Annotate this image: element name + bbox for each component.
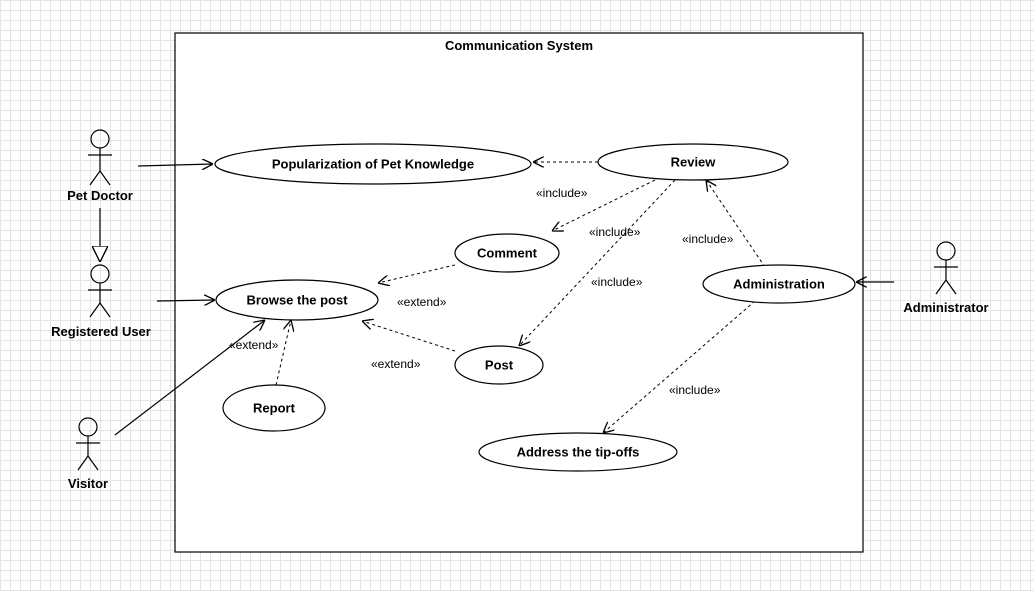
label-report-extend-browse: «extend»	[229, 338, 279, 352]
visitor-head	[78, 417, 98, 437]
actor-administrator[interactable]	[934, 241, 958, 295]
administration-label: Administration	[733, 277, 825, 292]
administrator-head	[936, 241, 956, 261]
actor-visitor[interactable]	[76, 417, 100, 471]
usecase-popularization[interactable]: Popularization of Pet Knowledge	[214, 143, 532, 185]
report-label: Report	[253, 401, 296, 416]
usecase-address-tip-offs[interactable]: Address the tip-offs	[478, 432, 678, 472]
usecase-comment[interactable]: Comment	[454, 233, 560, 273]
usecase-post[interactable]: Post	[454, 345, 544, 385]
browse-label: Browse the post	[246, 293, 348, 308]
rel-report-extend-browse	[275, 320, 291, 386]
pet-doctor-head	[90, 129, 110, 149]
registered-user-label: Registered User	[51, 324, 151, 339]
comment-label: Comment	[477, 246, 538, 261]
rel-comment-extend-browse	[378, 264, 456, 283]
label-comment-extend-browse: «extend»	[397, 295, 447, 309]
pet-doctor-label: Pet Doctor	[67, 188, 133, 203]
label-review-include-post-2: «include»	[591, 275, 643, 289]
registered-user-head	[90, 264, 110, 284]
actor-registered-user[interactable]	[88, 264, 112, 318]
assoc-visitor-browse	[114, 320, 265, 436]
usecase-review[interactable]: Review	[597, 143, 789, 181]
usecase-report[interactable]: Report	[222, 384, 326, 432]
rel-review-include-post	[519, 179, 676, 346]
label-post-extend-browse: «extend»	[371, 357, 421, 371]
label-admin-include-review: «include»	[682, 232, 734, 246]
usecase-administration[interactable]: Administration	[702, 264, 856, 304]
usecase-browse-the-post[interactable]: Browse the post	[215, 279, 379, 321]
label-admin-include-tipoffs: «include»	[669, 383, 721, 397]
post-label: Post	[485, 358, 514, 373]
administrator-label: Administrator	[903, 300, 988, 315]
assoc-registered-user-browse	[156, 300, 215, 301]
label-review-include-post: «include»	[589, 225, 641, 239]
rel-review-include-comment	[552, 179, 656, 231]
popularization-label: Popularization of Pet Knowledge	[272, 157, 474, 172]
label-review-include-comment: «include»	[536, 186, 588, 200]
system-title: Communication System	[445, 38, 593, 53]
rel-post-extend-browse	[362, 321, 456, 352]
visitor-label: Visitor	[68, 476, 108, 491]
review-label: Review	[671, 155, 717, 170]
tipoffs-label: Address the tip-offs	[517, 445, 640, 460]
actor-pet-doctor[interactable]	[88, 129, 112, 186]
assoc-pet-doctor-popularization	[137, 164, 213, 166]
